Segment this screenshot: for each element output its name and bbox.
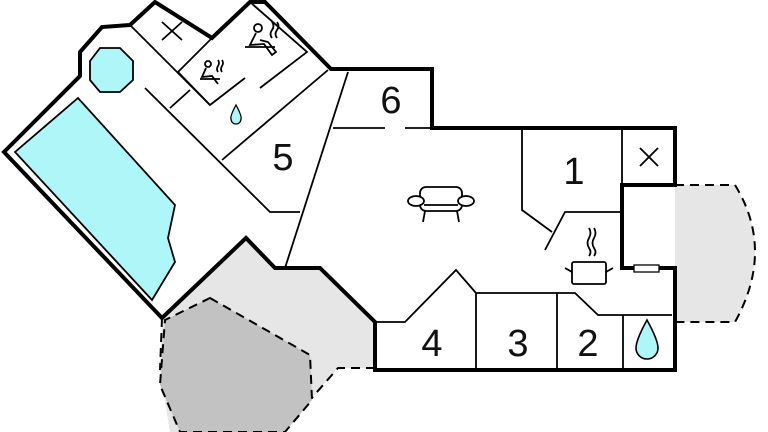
sofa-icon [407,186,475,223]
room-2-label: 2 [577,323,599,365]
kitchen-pot-icon [564,227,614,285]
interior-walls [129,1,672,370]
terrace-lower-outline [159,317,375,401]
hot-tub [89,47,134,93]
toilet-icon [161,21,183,41]
room-1-label: 1 [563,151,585,193]
sauna-icon-small [200,59,224,85]
terrace-right [675,185,755,322]
door-threshold [633,264,660,273]
toilet-icon-right [639,147,659,167]
room-3-label: 3 [507,323,529,365]
water-drop-icon-small [230,103,242,125]
terrace-dark-area [158,296,314,432]
room-6-label: 6 [380,80,402,122]
water-drop-icon [635,318,659,360]
room-5-label: 5 [272,137,294,179]
sauna-icon-large [245,21,280,57]
room-4-label: 4 [421,323,443,365]
pool [13,96,176,302]
